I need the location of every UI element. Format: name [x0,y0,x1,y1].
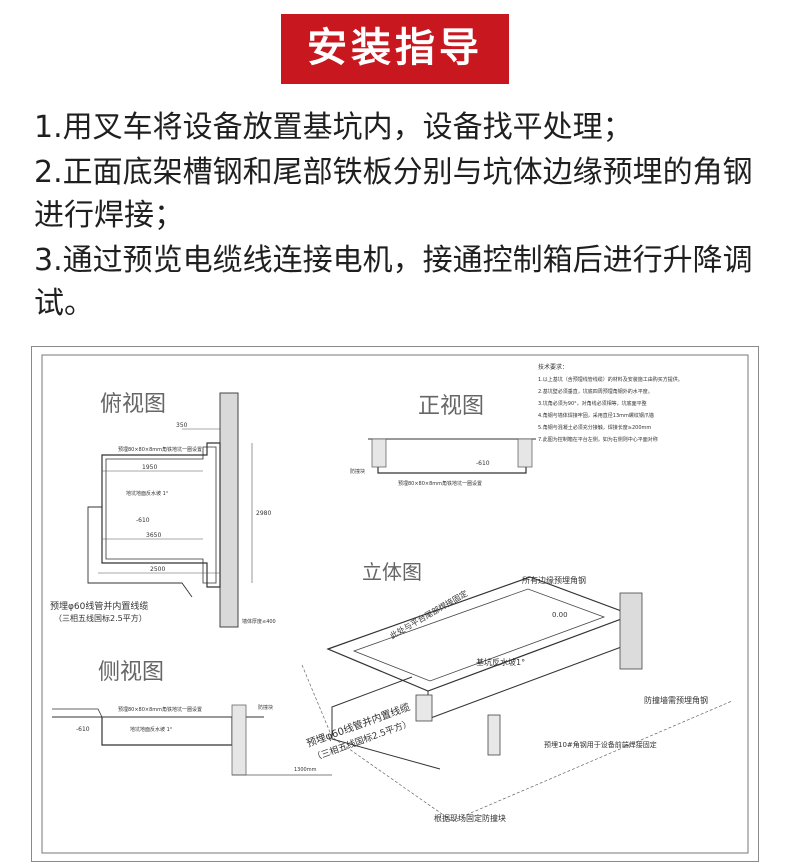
top-view-dim-3650: 3650 [146,532,161,539]
iso-view-pit-rim [326,576,634,692]
side-view-embed-note: 预埋80×80×8mm角铁地坑一圈设置 [118,706,202,713]
step-3: 3.通过预览电缆线连接电机，接通控制箱后进行升降调试。 [34,243,753,321]
top-view-dim-2980: 2980 [256,510,271,517]
top-view-conduit [87,506,193,598]
tech-req-item-4: 4.角钢与墙体焊接牢固，采用直径13mm螺纹钢爪锚 [538,412,654,419]
side-view-title: 侧视图 [98,660,164,685]
title-banner: 安装指导 [0,14,790,84]
tech-req-title: 技术要求： [538,363,568,371]
iso-view-wall [619,592,643,670]
top-view-dim-2500: 2500 [150,566,165,573]
tech-req-item-2: 2.基坑壁必须垂直，坑底四周预埋角钢外的水平度。 [538,388,653,395]
iso-view-collision-block [415,694,433,722]
iso-view-channel-post [487,714,501,756]
step-1: 1.用叉车将设备放置基坑内，设备找平处理； [34,110,633,145]
drawing-svg: 俯视图 1950 3650 350 2500 2980 预埋80×80×8mm角… [41,354,749,854]
side-view-dim: 1300mm [294,767,317,773]
top-view-cable-note: （三相五线国标2.5平方） [54,613,147,623]
front-view-collision-right [517,438,533,468]
iso-view-collision-note: 根据现场固定防撞块 [434,813,506,823]
side-view-wall [231,704,247,776]
page-title: 安装指导 [281,14,509,84]
tech-req-item-5: 5.角钢与混凝土必须充分接触，焊接长度≥200mm [538,424,651,431]
top-view-title: 俯视图 [100,392,166,417]
side-view-slope: 地坑地面反水坡 1° [130,726,173,733]
drawing-frame [41,354,749,854]
iso-view-slope-note: 基坑反水坡1° [476,657,525,667]
iso-view-conduit [331,676,441,770]
installation-drawing: 俯视图 1950 3650 350 2500 2980 预埋80×80×8mm角… [31,346,759,862]
front-view-collision-left [371,438,387,468]
top-view-dim-1950: 1950 [142,464,157,471]
side-view-depth: -610 [76,726,90,733]
iso-view-channel-note: 预埋10#角钢用于设备前端焊接固定 [544,740,657,749]
front-view-depth: -610 [476,460,490,467]
top-view-pit-outer [101,442,221,588]
front-view-collision-note: 防撞块 [350,468,365,475]
tech-req-item-1: 1.以上基坑（含预埋线管线缆）的材料及安装施工由购买方提供。 [538,376,683,383]
tech-req-item-6: 7.此图为控制箱在平台左侧，如为右侧则中心平面对称 [538,436,658,443]
top-view-slope: 地坑地面反水坡 1° [126,490,169,497]
step-2: 2.正面底架槽钢和尾部铁板分别与坑体边缘预埋的角钢进行焊接； [34,155,753,233]
front-view-pit [377,439,527,474]
top-view-wall-note: 墙体厚度≤400 [242,618,276,625]
top-view-depth: -610 [136,517,150,524]
iso-view-angle-note: 所有边缘预埋角钢 [522,575,586,585]
side-view-collision-note: 防撞块 [258,704,273,711]
top-view-embed-note: 预埋80×80×8mm角铁地坑一圈设置 [118,446,202,453]
iso-view-zero: 0.00 [552,611,568,619]
front-view-embed-note: 预埋80×80×8mm角铁地坑一圈设置 [398,480,482,487]
iso-view-ground [301,664,733,822]
iso-view-pit-inner [352,588,606,682]
top-view-dim-350: 350 [176,422,188,429]
top-view-pit-inner [105,446,217,584]
iso-view-title: 立体图 [362,560,422,584]
instruction-list: 1.用叉车将设备放置基坑内，设备找平处理； 2.正面底架槽钢和尾部铁板分别与坑体… [34,106,764,327]
front-view-title: 正视图 [418,394,484,419]
top-view-wall [219,392,239,628]
tech-req-item-3: 3.坑角必须为90°，对角线必须相等，坑底面平整 [538,400,647,407]
iso-view-wall-note: 防撞墙需预埋角钢 [644,695,708,705]
top-view-conduit-note: 预埋φ60线管并内置线缆 [50,600,148,612]
